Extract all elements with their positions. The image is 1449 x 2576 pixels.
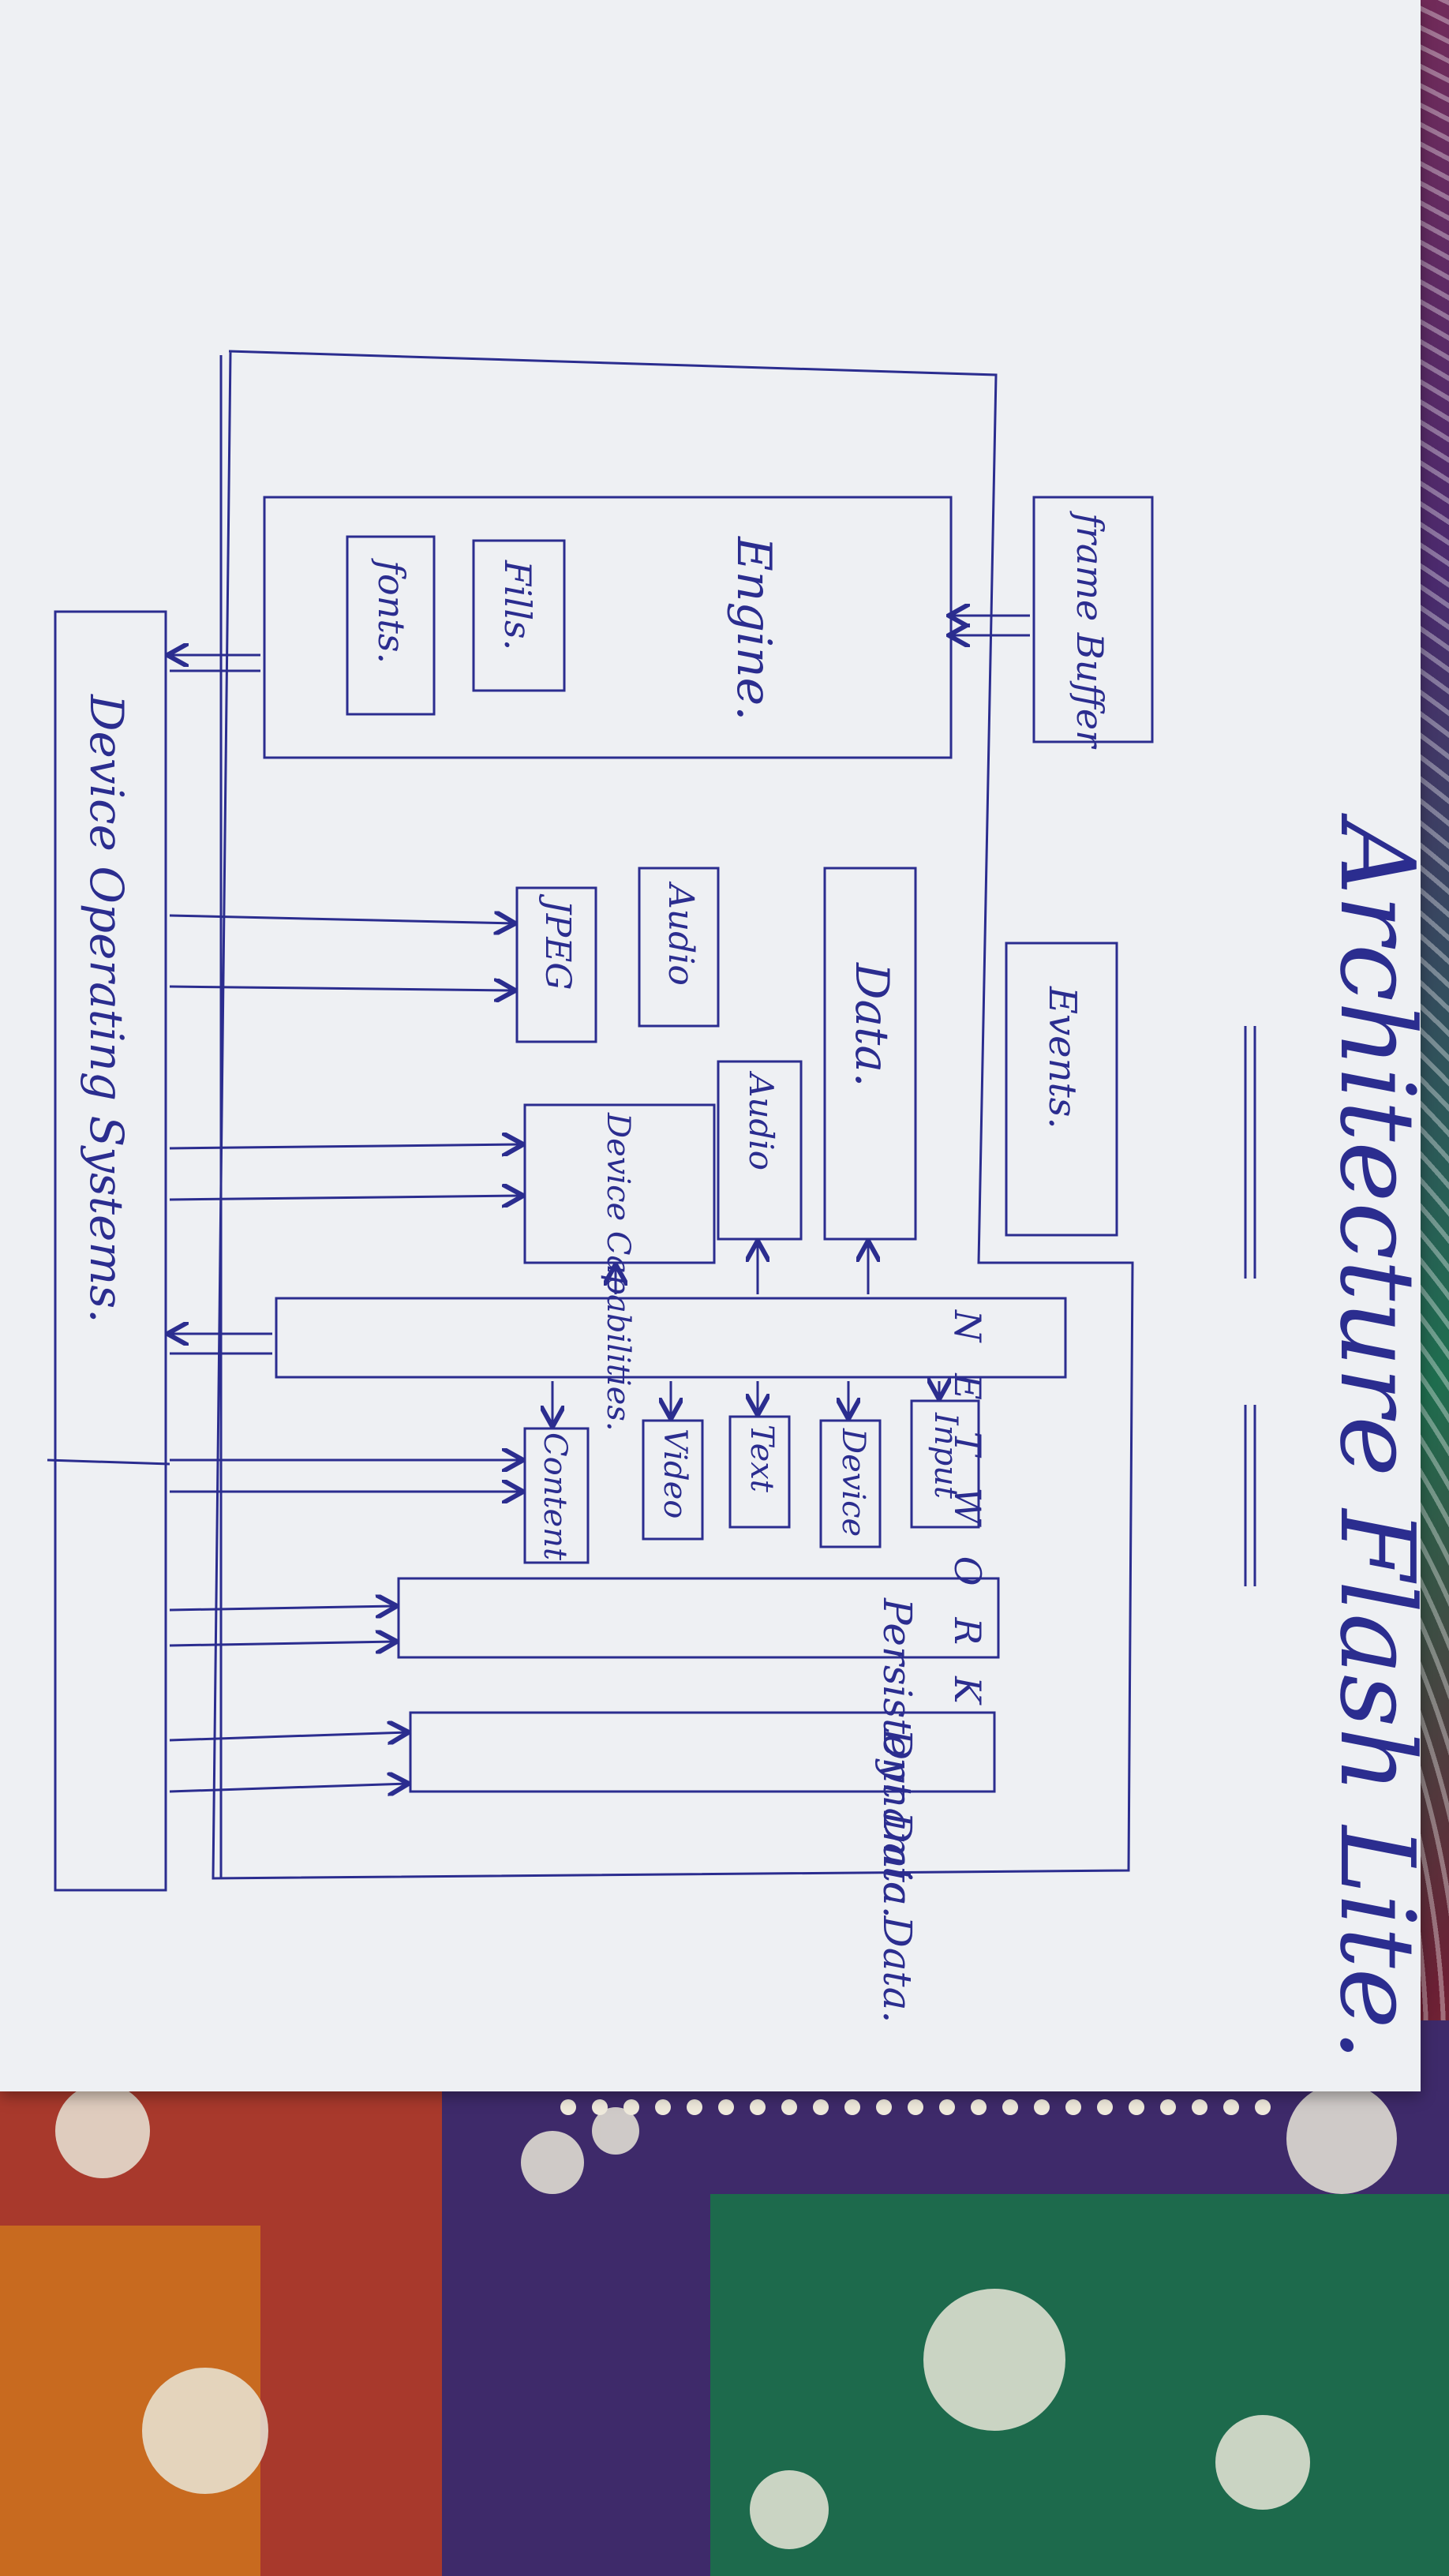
device-os-box xyxy=(54,610,167,1892)
persistent-arrow-2 xyxy=(169,1642,395,1646)
audio-top-label: Audio xyxy=(661,881,701,986)
os-divider-tick xyxy=(47,1458,170,1466)
audio-small-label: Audio xyxy=(742,1070,781,1170)
content-label: Content xyxy=(537,1432,573,1561)
network-label: NETWORK xyxy=(946,1309,989,1735)
events-box xyxy=(1005,942,1118,1237)
dynamic-arrow-2 xyxy=(169,1784,406,1792)
device-capabilities-label: Device Capabilities. xyxy=(600,1112,636,1432)
engine-label: Engine. xyxy=(726,536,781,721)
device-label: Device xyxy=(835,1428,871,1537)
frame-buffer-label: frame Buffer xyxy=(1069,511,1111,750)
dynamic-arrow-1 xyxy=(169,1732,406,1740)
fabric-pattern xyxy=(0,2020,1449,2576)
device-os-label: Device Operating Systems. xyxy=(80,694,133,1324)
paper-sheet: Architecture Flash Lite. Device Operatin… xyxy=(0,0,1421,2091)
events-label: Events. xyxy=(1040,986,1084,1129)
jpeg-arrow-1 xyxy=(169,915,513,923)
fonts-label: fonts. xyxy=(370,558,413,664)
audio-top-box xyxy=(638,867,720,1028)
dynamic-data-label: Dynamic Data. xyxy=(874,1728,920,2023)
network-box xyxy=(275,1297,1067,1379)
fonts-box xyxy=(346,535,436,716)
input-label: Input xyxy=(927,1412,964,1500)
data-label: Data. xyxy=(845,962,899,1087)
jpeg-label: JPEG xyxy=(537,893,578,990)
fills-label: Fills. xyxy=(496,560,539,650)
text-label: Text xyxy=(743,1425,780,1493)
jpeg-box xyxy=(515,886,597,1043)
fills-box xyxy=(472,539,566,692)
jpeg-arrow-2 xyxy=(169,987,513,990)
architecture-diagram: Architecture Flash Lite. Device Operatin… xyxy=(47,350,1421,2061)
outer-frame xyxy=(212,350,1134,1880)
frame-buffer-box xyxy=(1032,496,1154,743)
video-label: Video xyxy=(657,1428,693,1518)
persistent-data-label: Persistent Data. xyxy=(874,1597,920,1919)
persistent-arrow-1 xyxy=(169,1606,395,1610)
capabilities-arrow-1 xyxy=(169,1144,521,1148)
capabilities-arrow-2 xyxy=(169,1196,521,1200)
diagram-title: Architecture Flash Lite. xyxy=(1317,813,1421,2061)
dynamic-data-box xyxy=(409,1711,996,1793)
